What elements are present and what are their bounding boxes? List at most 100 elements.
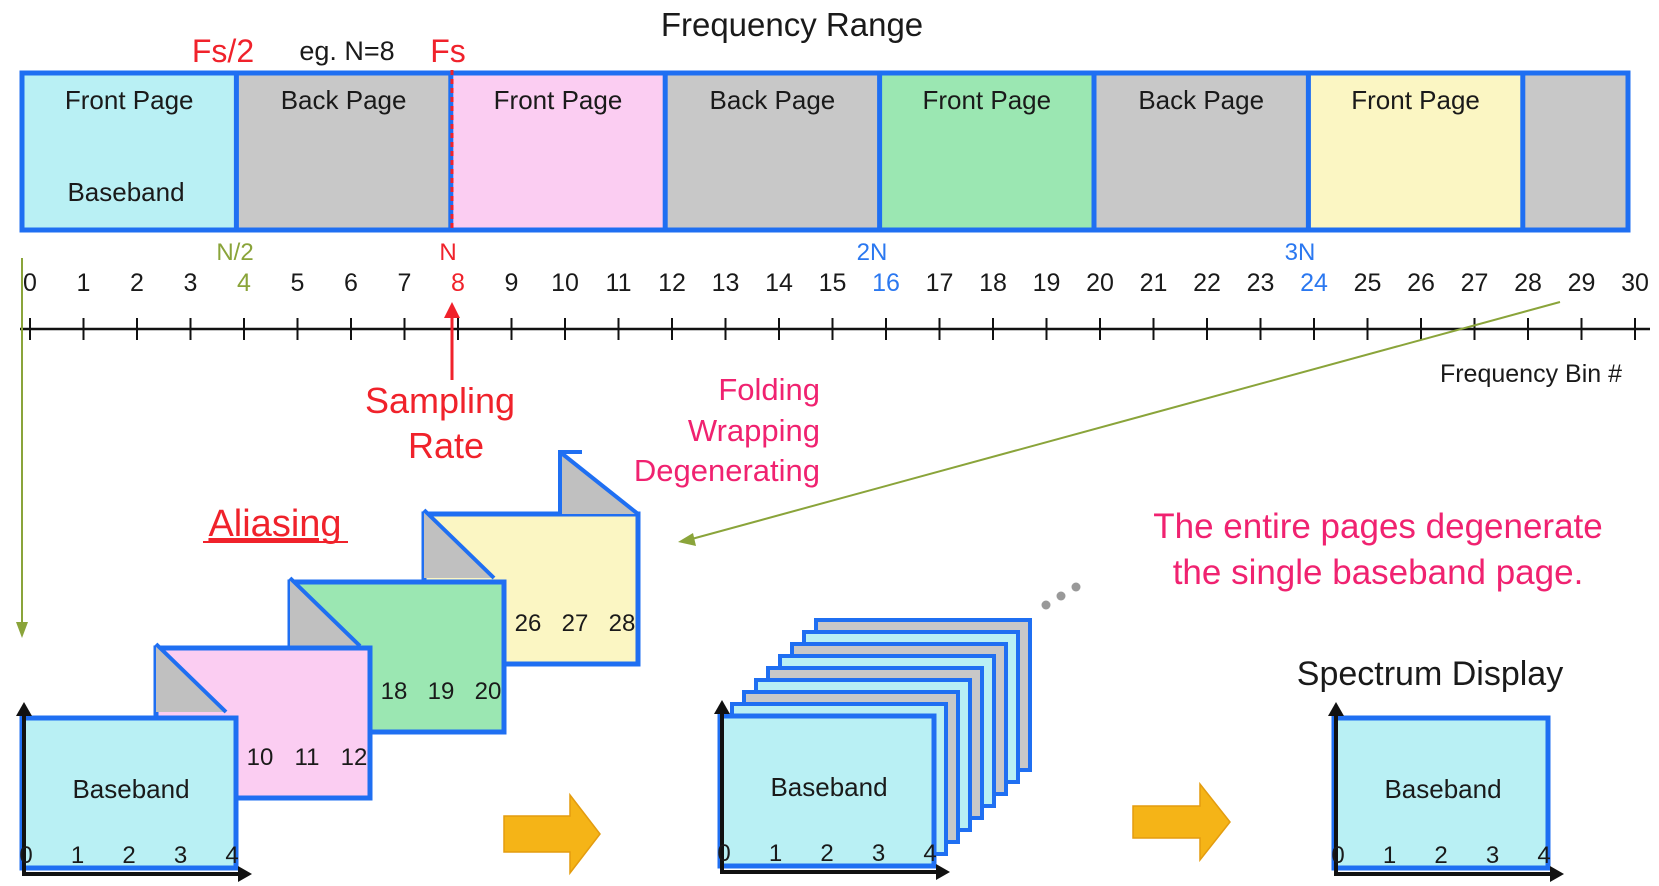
n-half-label: N/2: [216, 239, 253, 266]
fs-half-label: Fs/2: [192, 33, 254, 69]
bin-label-3: 3: [184, 269, 198, 297]
bin-label-21: 21: [1140, 269, 1168, 297]
n-label: N: [439, 239, 456, 266]
statement-line1: The entire pages degenerate: [1153, 507, 1603, 546]
sampling-label-line1: Sampling: [365, 380, 515, 421]
spectrum-display-title: Spectrum Display: [1297, 655, 1563, 693]
fs-label: Fs: [430, 33, 466, 69]
folded-page-1-bin-11: 11: [295, 744, 320, 771]
bin-label-14: 14: [765, 269, 793, 297]
two-n-label: 2N: [857, 239, 888, 266]
bin-label-16: 16: [872, 269, 900, 297]
stacked-baseband-label: Baseband: [770, 772, 887, 802]
wrap-arrowhead: [678, 533, 696, 546]
diagram-title: Frequency Range: [661, 6, 923, 43]
strip-page-label-4: Front Page: [922, 85, 1051, 115]
bin-label-10: 10: [551, 269, 579, 297]
bin-label-13: 13: [712, 269, 740, 297]
bin-label-17: 17: [926, 269, 954, 297]
folded-baseband-tick-1: 1: [71, 842, 84, 869]
folded-page-3-fold-edge: [422, 508, 496, 580]
degenerating-label: Degenerating: [634, 453, 820, 488]
spectrum-baseband-tick-4: 4: [1537, 842, 1550, 869]
folded-baseband-x-arrowhead: [238, 866, 252, 882]
strip-page-label-1: Back Page: [281, 85, 407, 115]
spectrum-baseband-tick-3: 3: [1486, 842, 1499, 869]
folded-page-3-bin-26: 26: [515, 610, 542, 637]
wrapping-label: Wrapping: [688, 413, 820, 448]
stacked-baseband-y-arrowhead: [714, 700, 730, 714]
folded-page-2-fold-edge: [288, 576, 362, 648]
folded-baseband-tick-2: 2: [122, 842, 135, 869]
strip-page-label-5: Back Page: [1138, 85, 1264, 115]
strip-page-0: [22, 73, 237, 230]
folded-page-1-bin-10: 10: [247, 744, 274, 771]
folded-page-2-bin-18: 18: [381, 678, 408, 705]
bin-label-19: 19: [1033, 269, 1061, 297]
statement-line2: the single baseband page.: [1173, 553, 1584, 592]
baseband-down-arrowhead: [16, 622, 28, 638]
folded-baseband-tick-4: 4: [225, 842, 238, 869]
bin-label-0: 0: [23, 269, 37, 297]
bin-label-15: 15: [819, 269, 847, 297]
bin-label-12: 12: [658, 269, 686, 297]
strip-page-6: [1308, 73, 1523, 230]
folded-page-2-bin-19: 19: [428, 678, 455, 705]
folding-label: Folding: [718, 372, 820, 407]
ellipsis-text: ...: [0, 0, 2, 1]
folded-baseband-tick-0: 0: [19, 842, 32, 869]
folded-baseband-tick-3: 3: [174, 842, 187, 869]
strip-page-label-3: Back Page: [710, 85, 836, 115]
bin-label-11: 11: [606, 269, 632, 297]
stacked-baseband-tick-1: 1: [769, 840, 782, 867]
strip-page-5: [1094, 73, 1309, 230]
folded-page-1-bin-12: 12: [341, 744, 368, 771]
bin-label-27: 27: [1461, 269, 1489, 297]
folded-baseband-rect: [19, 715, 239, 871]
example-label: eg. N=8: [299, 36, 394, 66]
three-n-label: 3N: [1285, 239, 1316, 266]
orange-arrow-2: [1132, 781, 1231, 863]
strip-page-label-0: Front Page: [65, 85, 194, 115]
spectrum-baseband-tick-2: 2: [1434, 842, 1447, 869]
bin-label-24: 24: [1300, 269, 1328, 297]
bin-label-18: 18: [979, 269, 1007, 297]
folded-page-3-bin-28: 28: [609, 610, 636, 637]
bin-label-4: 4: [237, 269, 251, 297]
strip-border: [19, 70, 1631, 233]
bin-label-28: 28: [1514, 269, 1542, 297]
bin-label-26: 26: [1407, 269, 1435, 297]
aliasing-label: Aliasing: [208, 503, 341, 545]
folded-baseband-y-arrowhead: [16, 702, 32, 716]
folded-page-1-fold-edge: [154, 642, 228, 714]
stacked-baseband-x-arrowhead: [936, 864, 950, 880]
top-flap-diagonal: [558, 450, 640, 516]
strip-page-3: [665, 73, 880, 230]
strip-page-2: [450, 73, 666, 230]
spectrum-baseband-y-arrowhead: [1328, 702, 1344, 716]
stacked-baseband-tick-4: 4: [923, 840, 936, 867]
folded-page-3-bin-27: 27: [562, 610, 589, 637]
strip-page-label-2: Front Page: [494, 85, 623, 115]
bin-label-22: 22: [1193, 269, 1221, 297]
stacked-baseband-tick-0: 0: [717, 840, 730, 867]
wrap-arrow-line: [687, 301, 1561, 541]
bin-label-30: 30: [1621, 269, 1649, 297]
bin-label-9: 9: [505, 269, 519, 297]
bin-label-1: 1: [77, 269, 91, 297]
bin-label-5: 5: [291, 269, 305, 297]
strip-page-4: [879, 73, 1094, 230]
bin-label-25: 25: [1354, 269, 1382, 297]
bin-label-20: 20: [1086, 269, 1114, 297]
strip-page-1: [236, 73, 451, 230]
spectrum-baseband-rect: [1331, 715, 1551, 871]
orange-arrow-1: [503, 792, 601, 876]
spectrum-baseband-tick-0: 0: [1331, 842, 1344, 869]
bin-label-8: 8: [451, 269, 465, 297]
spectrum-baseband-x-arrowhead: [1550, 866, 1564, 882]
